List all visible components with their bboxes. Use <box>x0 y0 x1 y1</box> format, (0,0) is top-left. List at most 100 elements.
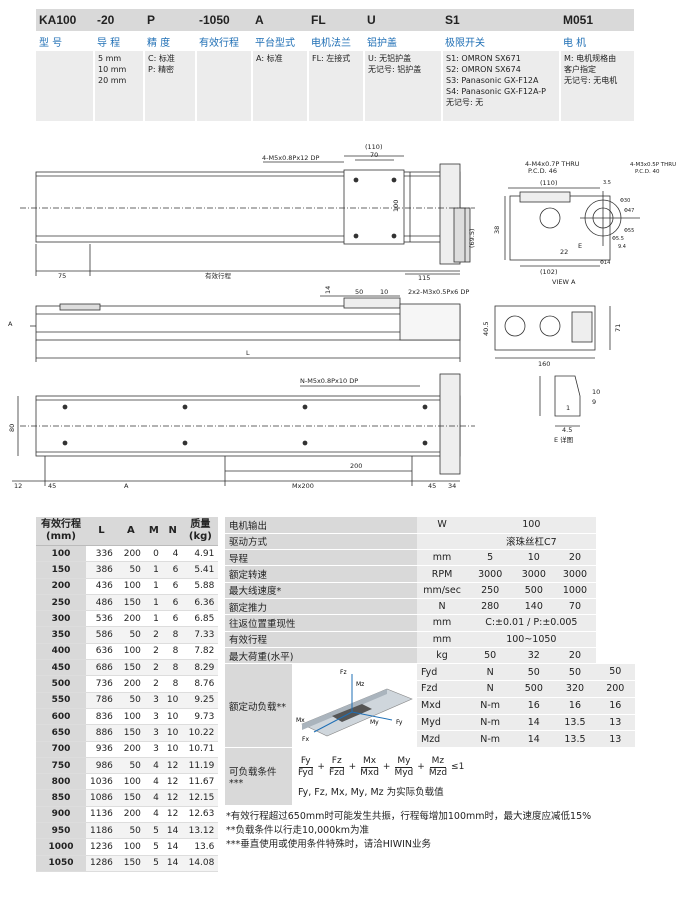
size-cell: 50 <box>116 692 145 709</box>
dyn-mxd-v1: 16 <box>513 697 555 715</box>
dyn-myd-v2: 13.5 <box>554 714 596 732</box>
size-cell: 700 <box>36 741 86 758</box>
spec-thrust-label: 额定推力 <box>225 598 417 616</box>
size-cell: 13.12 <box>182 822 219 840</box>
footnote-1: *有效行程超过650mm时可能发生共振，行程每增加100mm时，最大速度应减低1… <box>226 811 592 822</box>
label-motor: 电 机 <box>563 37 587 49</box>
size-cell: 1 <box>144 578 163 595</box>
size-cell: 2 <box>144 659 163 677</box>
spec-lead-v3: 20 <box>554 549 596 567</box>
spec-maxload-v2: 32 <box>513 647 555 665</box>
side-dim-L: L <box>246 349 250 357</box>
axis-fx: Fx <box>302 736 309 743</box>
spec-lead-v2: 10 <box>513 549 555 567</box>
view-a-label-e: E <box>578 242 582 250</box>
code-cover: U <box>364 9 442 31</box>
size-cell: 9.25 <box>182 692 219 709</box>
dyn-fyd-v1: 50 <box>513 663 555 681</box>
bottom-dim-12: 12 <box>14 482 22 490</box>
opt-table-type: A: 标准 <box>251 51 308 121</box>
size-cell: 8 <box>162 659 183 677</box>
size-cell: 850 <box>36 789 86 807</box>
frac-my-num: My <box>395 755 413 768</box>
bottom-dim-200: 200 <box>350 462 362 470</box>
size-cell: 50 <box>116 626 145 644</box>
dyn-mzd-v2: 13.5 <box>554 730 596 749</box>
size-cell: 5.88 <box>182 578 219 595</box>
size-cell: 200 <box>116 610 145 628</box>
spec-maxload-v3: 20 <box>554 647 596 665</box>
size-cell: 6.85 <box>182 610 219 628</box>
top-dim-69-5: (69.5) <box>468 228 476 248</box>
spec-maxspeed-v1: 250 <box>467 582 514 599</box>
order-code-label-row: 型 号 导 程 精 度 有效行程 平台型式 电机法兰 铝护盖 极限开关 电 机 <box>36 31 634 51</box>
size-cell: 100 <box>116 708 145 726</box>
opt-cover: U: 无铝护盖 无记号: 铝护盖 <box>363 51 442 121</box>
top-dim-100: 100 <box>392 200 400 212</box>
opt-lead: 5 mm 10 mm 20 mm <box>93 51 144 121</box>
axis-fz: Fz <box>340 669 347 676</box>
top-dim-75: 75 <box>58 272 66 280</box>
size-cell: 1 <box>144 610 163 628</box>
spec-thrust-unit: N <box>417 598 468 616</box>
top-view <box>20 155 475 276</box>
spec-maxspeed-label: 最大线速度* <box>225 582 417 599</box>
size-header-a: A <box>116 517 145 546</box>
size-cell: 8 <box>162 643 183 661</box>
size-cell: 11.19 <box>182 757 219 775</box>
spec-motor-value: 100 <box>467 517 596 534</box>
size-cell: 6 <box>162 561 183 579</box>
spec-stroke-unit: mm <box>417 631 468 648</box>
size-cell: 950 <box>36 822 86 840</box>
dyn-fyd-v3: 50 <box>595 663 635 681</box>
view-a-dim-110: (110) <box>540 179 557 187</box>
spec-row-max-speed: 最大线速度* mm/sec 250 500 1000 <box>225 582 635 599</box>
spec-row-drive: 驱动方式 滚珠丝杠C7 <box>225 533 635 551</box>
bottom-dim-45a: 45 <box>48 482 56 490</box>
spec-drive-value: 滚珠丝杠C7 <box>467 533 596 551</box>
size-cell: 14 <box>162 838 183 856</box>
size-cell: 2 <box>144 626 163 644</box>
spec-lead-label: 导程 <box>225 549 417 567</box>
size-cell: 3 <box>144 741 163 758</box>
size-cell: 836 <box>86 708 117 726</box>
view-a <box>504 187 640 267</box>
size-cell: 886 <box>86 724 117 742</box>
size-cell: 1086 <box>86 789 117 807</box>
size-cell: 486 <box>86 594 117 612</box>
opt-precision: C: 标准 P: 精密 <box>143 51 196 121</box>
spec-row-rated-speed: 额定转速 RPM 3000 3000 3000 <box>225 565 635 583</box>
size-cell: 50 <box>116 561 145 579</box>
label-cover: 铝护盖 <box>367 37 397 49</box>
dyn-fzd-unit: N <box>467 680 514 698</box>
axis-mz: Mz <box>356 681 364 688</box>
spec-speed-unit: RPM <box>417 565 468 583</box>
size-cell: 14.08 <box>182 855 219 872</box>
view-a-dim-d30: Φ30 <box>620 198 630 204</box>
bottom-dim-A: A <box>124 482 129 490</box>
label-lead: 导 程 <box>97 37 121 49</box>
order-code-table: KA100 -20 P -1050 A FL U S1 M051 型 号 导 程… <box>36 9 634 121</box>
size-cell: 50 <box>116 822 145 840</box>
size-cell: 8.76 <box>182 675 219 693</box>
size-cell: 350 <box>36 626 86 644</box>
spec-row-dyn-fyd: 额定动负载** Fz Mz Mx My Fy Fx Fyd N 50 50 50 <box>225 663 635 749</box>
size-cell: 8.29 <box>182 659 219 677</box>
label-model: 型 号 <box>39 37 63 49</box>
size-cell: 1050 <box>36 855 86 872</box>
size-cell: 1 <box>144 561 163 579</box>
size-cell: 636 <box>86 643 117 661</box>
size-cell: 4 <box>144 806 163 824</box>
size-cell: 5 <box>144 822 163 840</box>
spec-row-dyn-myd: Myd N-m 14 13.5 13 <box>225 714 635 732</box>
code-motor: M051 <box>560 9 634 31</box>
